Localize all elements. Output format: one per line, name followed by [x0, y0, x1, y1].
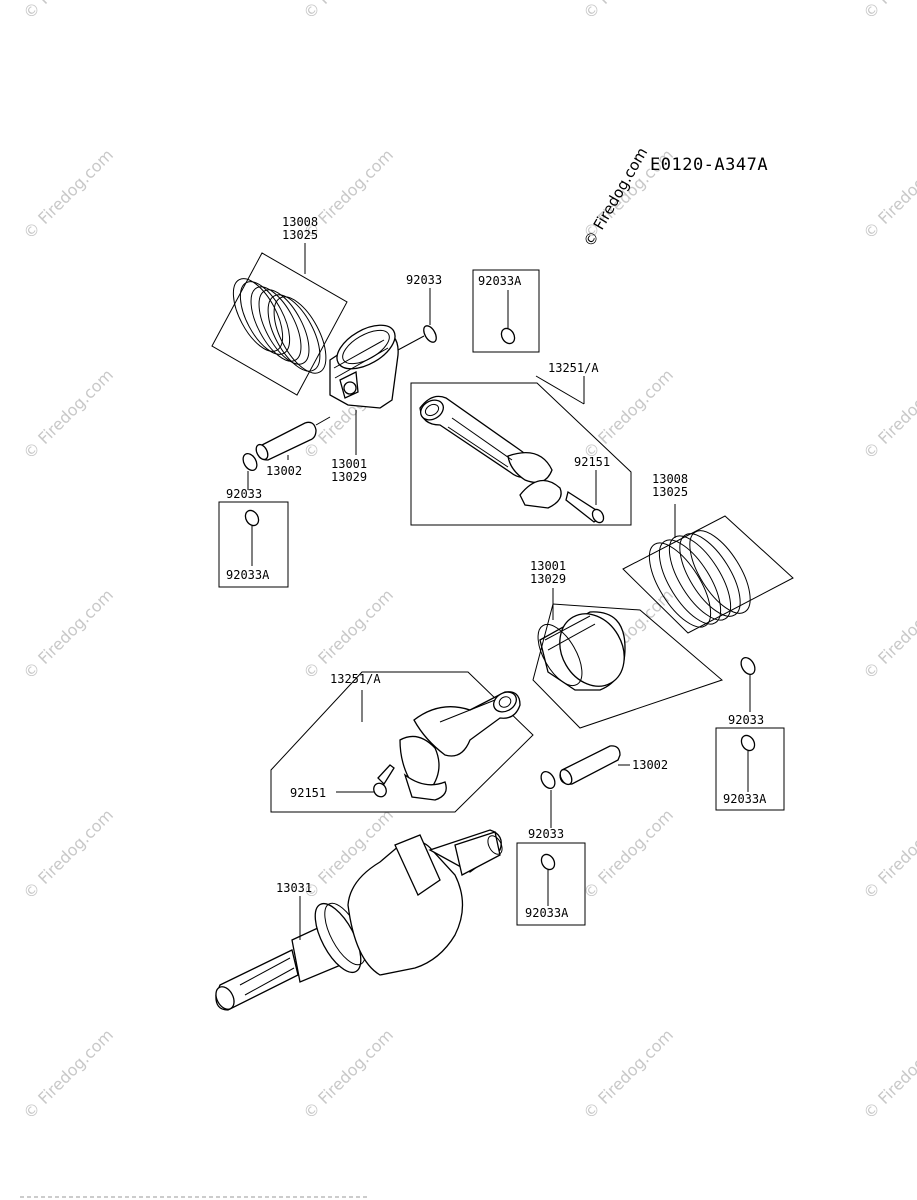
piston-rings-mid[interactable] — [622, 515, 794, 636]
watermark-2-0: © Firedog.com — [19, 365, 117, 463]
piston-mid[interactable] — [529, 602, 637, 698]
label-circlip-right: 92033 — [728, 713, 764, 727]
label-piston-mid-1: 13001 — [530, 559, 566, 573]
piston-top[interactable] — [329, 316, 402, 409]
circlip-bottom[interactable] — [538, 769, 557, 791]
circlip-left[interactable] — [240, 451, 259, 473]
circlip-right[interactable] — [738, 655, 757, 677]
circlip-top-right[interactable] — [421, 324, 439, 345]
watermark-5-2: © Firedog.com — [579, 1025, 677, 1123]
label-rings-top-1: 13008 — [282, 215, 318, 229]
watermark-3-1: © Firedog.com — [299, 585, 397, 683]
watermark-5-1: © Firedog.com — [299, 1025, 397, 1123]
conrod-top[interactable] — [410, 382, 632, 526]
watermark-4-2: © Firedog.com — [579, 805, 677, 903]
label-bolt-bottom: 92151 — [290, 786, 326, 800]
watermark-3-0: © Firedog.com — [19, 585, 117, 683]
watermark-2-2: © Firedog.com — [579, 365, 677, 463]
label-piston-mid-2: 13029 — [530, 572, 566, 586]
label-conrod-bottom: 13251/A — [330, 672, 381, 686]
label-pin-top: 13002 — [266, 464, 302, 478]
label-circlip-box-top: 92033A — [478, 274, 522, 288]
watermark-5-3: © Firedog.com — [859, 1025, 917, 1123]
label-bolt-top: 92151 — [574, 455, 610, 469]
watermark-0-0: © Firedog.com — [19, 0, 117, 23]
watermark-0-3: © Firedog.com — [859, 0, 917, 23]
circlip-box-top[interactable] — [472, 269, 540, 353]
label-circlip-box-bottom: 92033A — [525, 906, 569, 920]
watermark-4-0: © Firedog.com — [19, 805, 117, 903]
piston-pin-mid[interactable] — [558, 745, 621, 787]
watermark-2-3: © Firedog.com — [859, 365, 917, 463]
piston-pin-top[interactable] — [254, 421, 317, 461]
label-rings-mid-2: 13025 — [652, 485, 688, 499]
label-rings-top-2: 13025 — [282, 228, 318, 242]
label-circlip-box-left: 92033A — [226, 568, 270, 582]
label-crankshaft: 13031 — [276, 881, 312, 895]
piston-rings-top[interactable] — [211, 243, 348, 396]
watermark-5-0: © Firedog.com — [19, 1025, 117, 1123]
label-circlip-bottom: 92033 — [528, 827, 564, 841]
label-conrod-top: 13251/A — [548, 361, 599, 375]
watermark-layer: © Firedog.com © Firedog.com © Firedog.com ©… — [19, 0, 917, 1123]
watermark-0-2: © Firedog.com — [579, 0, 677, 23]
watermark-0-1: © Firedog.com — [299, 0, 397, 23]
watermark-4-3: © Firedog.com — [859, 805, 917, 903]
diagram-code: E0120-A347A — [650, 155, 768, 175]
label-rings-mid-1: 13008 — [652, 472, 688, 486]
label-circlip-left: 92033 — [226, 487, 262, 501]
circlip-box-left[interactable] — [218, 501, 289, 588]
label-piston-top-2: 13029 — [331, 470, 367, 484]
label-piston-top-1: 13001 — [331, 457, 367, 471]
label-circlip-top-right: 92033 — [406, 273, 442, 287]
watermark-3-3: © Firedog.com — [859, 585, 917, 683]
diagram-watermark-diagonal: © Firedog.com — [580, 144, 651, 250]
label-circlip-box-right: 92033A — [723, 792, 767, 806]
circlip-box-right[interactable] — [715, 727, 785, 811]
circlip-box-bottom[interactable] — [516, 842, 586, 926]
crankshaft[interactable] — [212, 829, 505, 1012]
conrod-bottom[interactable] — [270, 671, 534, 813]
watermark-1-0: © Firedog.com — [19, 145, 117, 243]
label-pin-mid: 13002 — [632, 758, 668, 772]
watermark-1-3: © Firedog.com — [859, 145, 917, 243]
